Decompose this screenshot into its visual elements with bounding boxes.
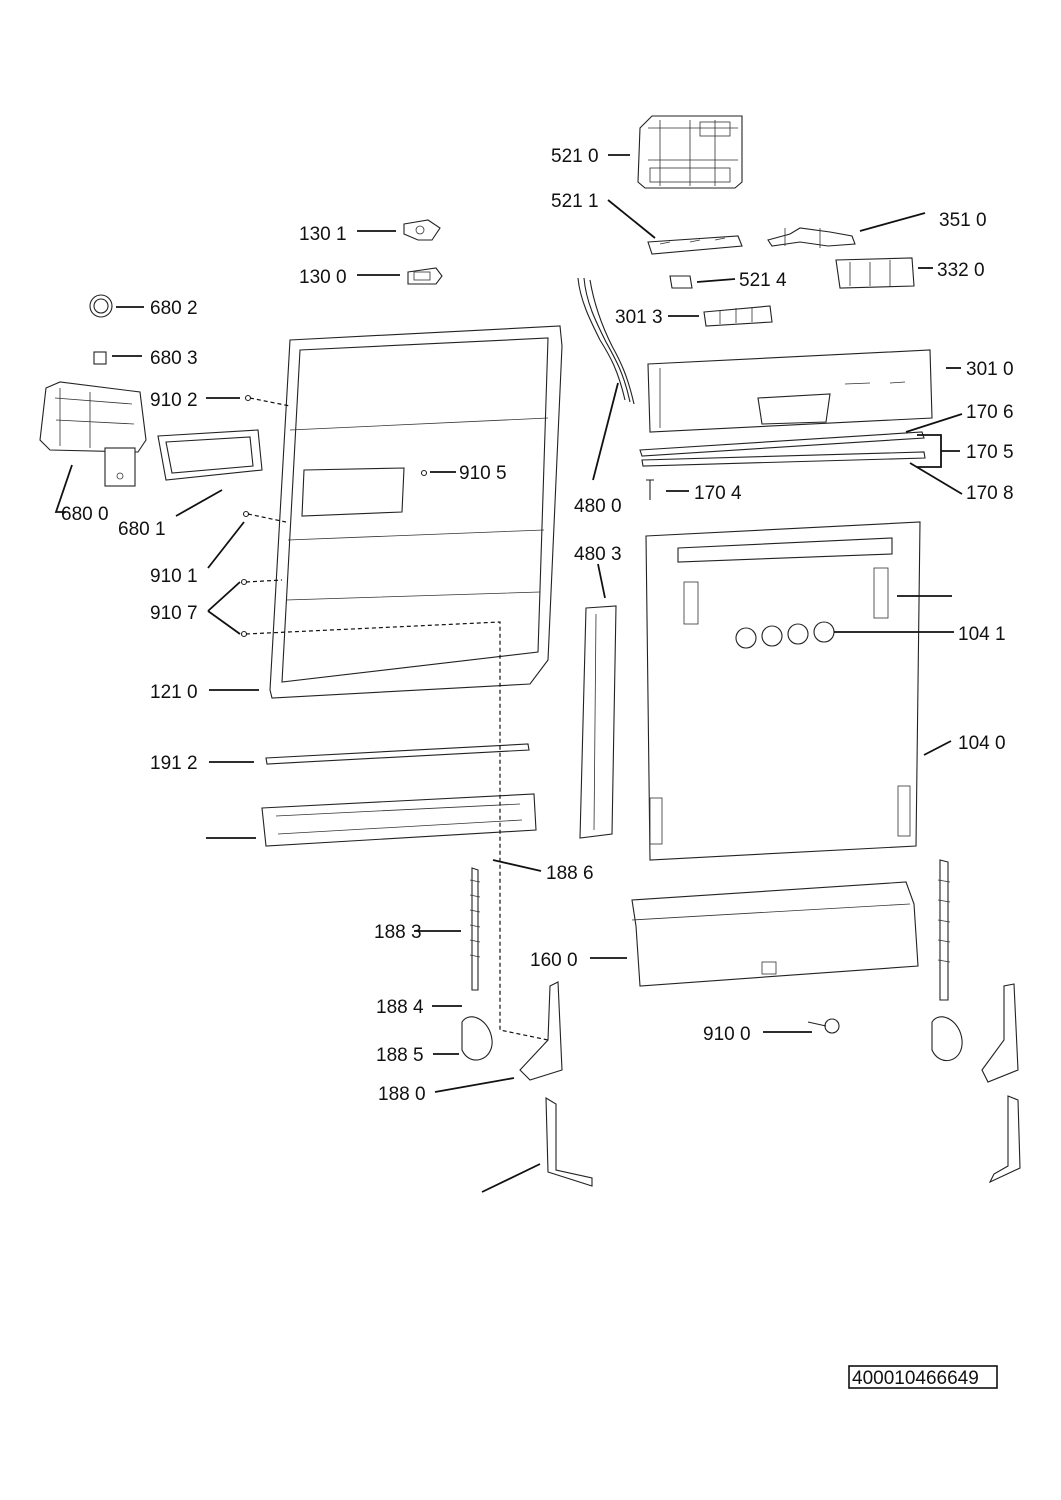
part-latch — [407, 267, 443, 285]
part-wiring — [577, 277, 635, 405]
label-480-3: 480 3 — [574, 544, 622, 565]
part-screws — [240, 394, 428, 638]
part-dispenser-gasket — [157, 429, 263, 481]
label-130-0: 130 0 — [299, 267, 347, 288]
part-labels: 521 0 521 1 351 0 130 1 521 4 130 0 332 … — [61, 146, 1014, 1105]
part-control-block — [835, 257, 915, 289]
label-301-0: 301 0 — [966, 359, 1014, 380]
part-outer-door-panel — [645, 521, 921, 861]
part-harness-clip — [767, 227, 856, 248]
part-door-key — [807, 1018, 840, 1034]
label-680-0: 680 0 — [61, 504, 109, 525]
label-910-5: 910 5 — [459, 463, 507, 484]
label-301-3: 301 3 — [615, 307, 663, 328]
label-170-6: 170 6 — [966, 402, 1014, 423]
part-seal-strip — [265, 743, 530, 765]
label-680-3: 680 3 — [150, 348, 198, 369]
part-detergent-dispenser — [39, 381, 147, 487]
label-188-3: 188 3 — [374, 922, 422, 943]
document-id-box: 400010466649 — [848, 1365, 998, 1389]
label-351-0: 351 0 — [939, 210, 987, 231]
part-wire-channel — [579, 605, 617, 839]
label-104-0: 104 0 — [958, 733, 1006, 754]
part-panel-strips — [639, 431, 926, 467]
part-left-hinge-assembly — [461, 867, 593, 1187]
part-inner-door — [269, 325, 563, 699]
label-188-0: 188 0 — [378, 1084, 426, 1105]
label-480-0: 480 0 — [574, 496, 622, 517]
label-332-0: 332 0 — [937, 260, 985, 281]
label-521-1: 521 1 — [551, 191, 599, 212]
label-188-4: 188 4 — [376, 997, 424, 1018]
label-910-0: 910 0 — [703, 1024, 751, 1045]
part-lower-rail — [261, 793, 537, 847]
label-130-1: 130 1 — [299, 224, 347, 245]
part-small-connector — [669, 275, 693, 289]
label-680-1: 680 1 — [118, 519, 166, 540]
label-160-0: 160 0 — [530, 950, 578, 971]
label-121-0: 121 0 — [150, 682, 198, 703]
label-521-4: 521 4 — [739, 270, 787, 291]
label-104-1: 104 1 — [958, 624, 1006, 645]
document-id: 400010466649 — [852, 1368, 979, 1389]
part-button-strip — [703, 305, 773, 327]
part-ring-gasket — [89, 294, 113, 318]
part-module-bracket — [647, 235, 743, 255]
label-170-4: 170 4 — [694, 483, 742, 504]
label-188-6: 188 6 — [546, 863, 594, 884]
part-electronic-module — [637, 115, 743, 189]
label-910-2: 910 2 — [150, 390, 198, 411]
label-170-8: 170 8 — [966, 483, 1014, 504]
label-910-7: 910 7 — [150, 603, 198, 624]
label-521-0: 521 0 — [551, 146, 599, 167]
part-knobs — [735, 621, 835, 649]
part-bottom-panel — [631, 881, 919, 987]
label-191-2: 191 2 — [150, 753, 198, 774]
label-188-5: 188 5 — [376, 1045, 424, 1066]
label-910-1: 910 1 — [150, 566, 198, 587]
part-control-panel — [647, 349, 933, 433]
label-680-2: 680 2 — [150, 298, 198, 319]
leader-lines — [54, 154, 963, 1193]
part-latch-cover — [403, 219, 441, 241]
dashed-assembly-lines — [245, 397, 549, 1041]
part-small-clip — [93, 351, 107, 365]
part-right-hinge-assembly — [931, 859, 1021, 1184]
label-170-5: 170 5 — [966, 442, 1014, 463]
part-screw — [646, 479, 654, 500]
